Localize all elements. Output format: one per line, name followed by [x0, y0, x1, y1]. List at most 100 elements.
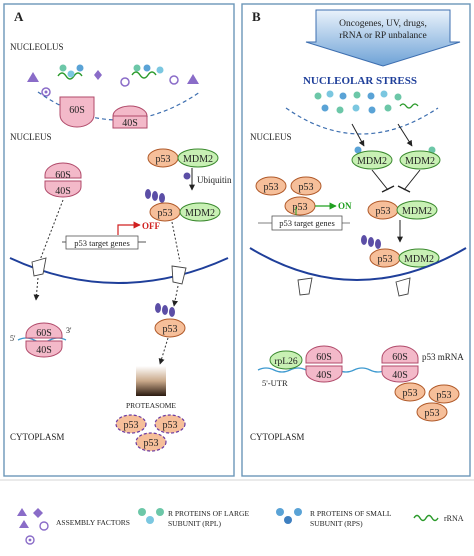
nuclear-pore — [171, 265, 187, 285]
nucleus-label-b: NUCLEUS — [250, 132, 292, 142]
ubiquitin-icon — [155, 303, 161, 313]
new-p53: p53 p53 p53 — [394, 382, 460, 422]
p53-label: p53 — [124, 420, 139, 431]
target-genes-on: p53 target genes — [258, 207, 350, 231]
nucleus-ribosome: 60S 40S — [44, 162, 82, 198]
ring-icon — [25, 535, 35, 545]
triangle-icon — [17, 508, 27, 516]
nuclear-pore — [395, 277, 411, 297]
p53-label: p53 — [158, 208, 173, 219]
nuclear-membrane-b — [249, 247, 467, 281]
rps-icon — [276, 508, 284, 516]
nucleolar-stress-label: NUCLEOLAR STRESS — [303, 75, 417, 87]
target-genes-label: p53 target genes — [74, 238, 130, 248]
nucleolus-boundary-b — [285, 107, 439, 135]
stress-cause-line-1: Oncogenes, UV, drugs, — [339, 19, 427, 29]
p53-label: p53 — [156, 154, 171, 165]
rpl26-label: rpL26 — [274, 357, 297, 367]
mrna-5-label: 5' — [10, 334, 16, 343]
rpl-icon — [133, 64, 141, 72]
ubiquitin-label: Ubiquitin — [197, 175, 232, 185]
free-p53-group: p53 p53 p53 — [255, 176, 322, 216]
ubiquitin-icon — [368, 237, 374, 247]
rpl26-protein — [269, 350, 303, 370]
utr-label: 5'-UTR — [262, 378, 288, 388]
ribo-40s-label: 40S — [316, 370, 332, 381]
ubiquitin-icon — [169, 307, 175, 317]
rpl-icon — [326, 90, 334, 98]
ribo-40s-label: 40S — [36, 345, 52, 356]
assembly-factor-icon — [120, 77, 130, 87]
ubiquitin-icon — [375, 239, 381, 249]
proteasome-icon — [136, 366, 166, 396]
p53-ub-cytoplasm: p53 — [154, 303, 186, 338]
ribo-60s-label: 60S — [69, 105, 85, 116]
rpl-icon — [353, 91, 361, 99]
nucleolus-factors — [27, 64, 199, 97]
rpl-icon — [59, 64, 67, 72]
degradation-arrow — [158, 337, 169, 365]
ribo-40s-label: 40S — [392, 370, 408, 381]
target-genes-label: p53 target genes — [279, 218, 335, 228]
mdm2-label: MDM2 — [185, 208, 215, 219]
on-label: ON — [338, 201, 352, 211]
p53-label: p53 — [403, 388, 418, 399]
rps-icon — [143, 64, 151, 72]
p53-label: p53 — [163, 420, 178, 431]
mdm2-label: MDM2 — [402, 206, 432, 217]
panel-b-letter: B — [252, 9, 261, 24]
mdm2-label: MDM2 — [404, 254, 434, 265]
rps-icon — [76, 64, 84, 72]
panel-a: A NUCLEOLUS 60S — [3, 3, 235, 477]
p53-label: p53 — [376, 206, 391, 217]
p53-label: p53 — [293, 202, 308, 213]
ubiquitin-icon — [159, 193, 165, 203]
p53-mdm2-complex-b: p53 MDM2 — [367, 200, 438, 220]
ribo-60s-label: 60S — [392, 352, 408, 363]
legend-rrna: rRNA — [413, 514, 464, 523]
ring-icon — [39, 521, 49, 531]
cytoplasm-label-b: CYTOPLASM — [250, 432, 304, 442]
diamond-icon — [33, 508, 43, 518]
ribo-60s-label: 60S — [55, 170, 71, 181]
assembly-factor-icon — [187, 74, 199, 84]
stress-arrow: Oncogenes, UV, drugs, rRNA or RP unbalan… — [305, 9, 461, 67]
stress-cause-line-2: rRNA or RP unbalance — [339, 31, 427, 41]
legend-rrna-label: rRNA — [444, 514, 464, 523]
legend-rps-line-1: R PROTEINS OF SMALL — [310, 509, 392, 518]
ribo-60s-label: 60S — [36, 328, 52, 339]
mdm2-rp-bound-1: MDM2 — [351, 146, 393, 170]
p53-label: p53 — [425, 408, 440, 419]
rpl-icon — [384, 104, 392, 112]
panel-b: B Oncogenes, UV, drugs, rRNA or RP unbal… — [241, 3, 471, 477]
assembly-factor-icon — [41, 87, 51, 97]
legend: ASSEMBLY FACTORS R PROTEINS OF LARGE SUB… — [0, 479, 474, 545]
legend-rps-line-2: SUBUNIT (RPS) — [310, 519, 363, 528]
proteasome-label: PROTEASOME — [126, 401, 176, 410]
legend-rpl-line-2: SUBUNIT (RPL) — [168, 519, 221, 528]
rps-icon — [284, 516, 292, 524]
rpl-icon — [146, 516, 154, 524]
rp-release-arrow — [351, 123, 365, 147]
export-path — [39, 199, 64, 261]
mdm2-rp-bound-2: MDM2 — [399, 146, 441, 170]
legend-assembly: ASSEMBLY FACTORS — [17, 508, 130, 545]
p53-mdm2-complex-ub: p53 MDM2 — [145, 189, 221, 222]
nuclear-pore — [31, 257, 47, 277]
ribo-60s-label: 60S — [316, 352, 332, 363]
mrna-3-label: 3' — [66, 326, 72, 335]
ubiquitin-icon — [145, 189, 151, 199]
rps-icon — [367, 92, 375, 100]
nucleus-label: NUCLEUS — [10, 132, 52, 142]
rrna-icon — [131, 71, 157, 79]
rrna-icon — [413, 514, 439, 522]
rpl-icon — [380, 90, 388, 98]
proteasome: PROTEASOME — [126, 366, 176, 410]
rps-icon — [354, 146, 362, 154]
triangle-icon — [19, 520, 29, 528]
rrna-icon — [399, 103, 419, 109]
p53-label: p53 — [144, 438, 159, 449]
ubiquitin-icon — [361, 235, 367, 245]
legend-rpl-line-1: R PROTEINS OF LARGE — [168, 509, 249, 518]
